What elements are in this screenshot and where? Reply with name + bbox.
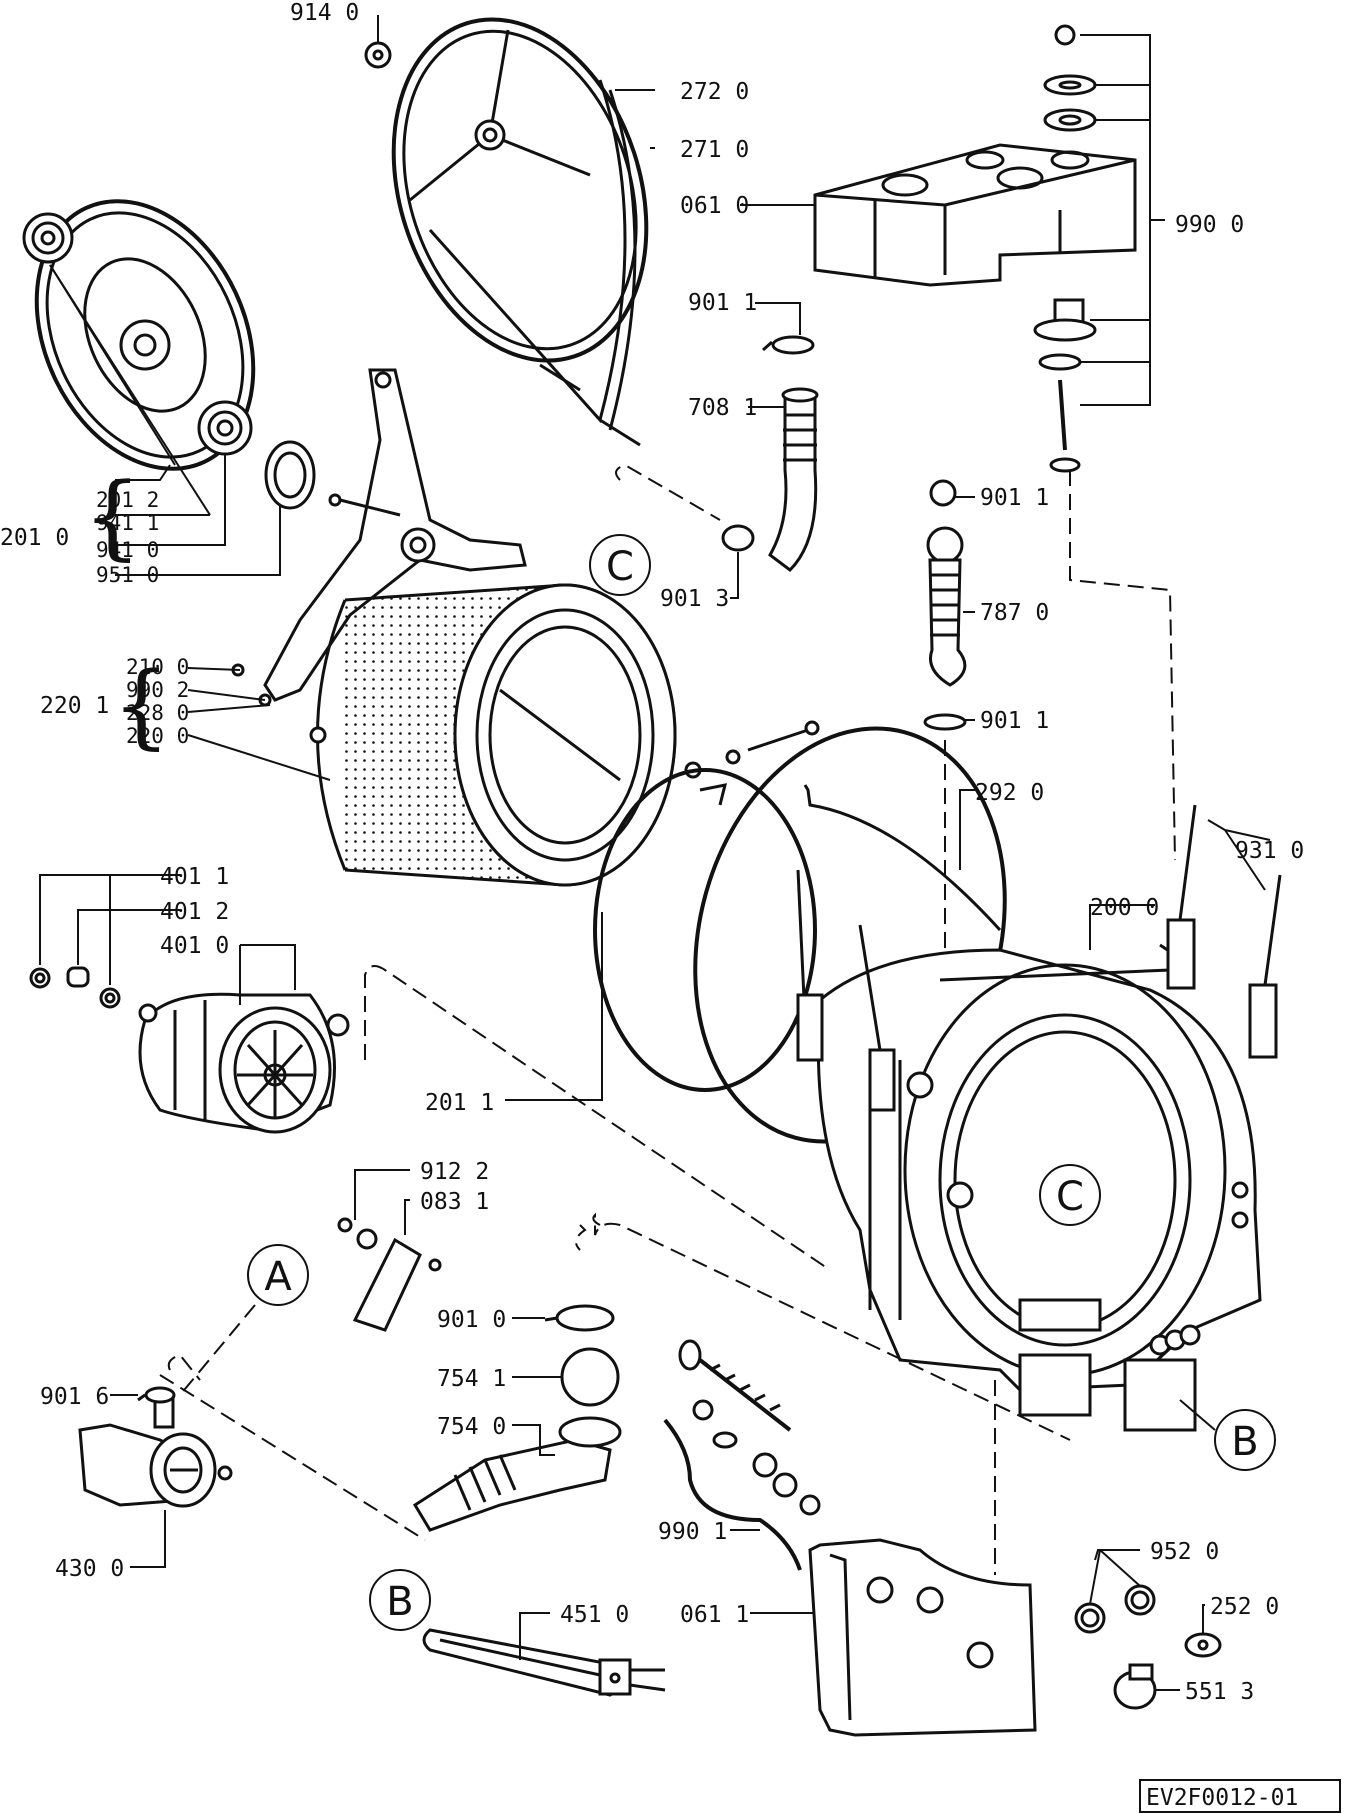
washing-drum xyxy=(316,583,677,887)
motor-401 xyxy=(138,992,350,1134)
seals-952-icon xyxy=(1074,1584,1156,1634)
clamp-901-0-icon xyxy=(544,1304,615,1332)
air-trap-787 xyxy=(923,479,967,731)
drum-pulley xyxy=(391,17,649,363)
label-941-1: 941 1 xyxy=(96,511,159,535)
label-201-0: 201 0 xyxy=(0,525,69,551)
bearing-941-0-icon xyxy=(197,400,253,456)
drain-hose-754-0 xyxy=(412,1416,622,1532)
counterweight-fixings xyxy=(1033,24,1097,473)
tub-seal-201-1 xyxy=(593,768,817,1092)
counterweight-upper xyxy=(813,143,1137,287)
label-083-1: 083 1 xyxy=(420,1189,489,1215)
label-708-1: 708 1 xyxy=(688,395,757,421)
callout-c-upper-label: C xyxy=(606,544,634,590)
label-951-0: 951 0 xyxy=(96,563,159,587)
label-201-2: 201 2 xyxy=(96,488,159,512)
callout-b-tub-label: B xyxy=(1231,1419,1258,1465)
hose-708 xyxy=(768,387,819,572)
label-941-0: 941 0 xyxy=(96,538,159,562)
bracket-083-1 xyxy=(352,1237,442,1332)
tub-springs xyxy=(796,804,1282,1112)
label-220-1: 220 1 xyxy=(40,693,109,719)
label-901-1-upper: 901 1 xyxy=(688,290,757,316)
ball-754-1-icon xyxy=(560,1347,620,1407)
label-990-0: 990 0 xyxy=(1175,212,1244,238)
label-990-2: 990 2 xyxy=(126,678,189,702)
label-952-0: 952 0 xyxy=(1150,1539,1219,1565)
filter-551-icon xyxy=(1113,1663,1157,1710)
label-754-1: 754 1 xyxy=(437,1366,506,1392)
label-401-2: 401 2 xyxy=(160,899,229,925)
label-451-0: 451 0 xyxy=(560,1602,629,1628)
label-912-2: 912 2 xyxy=(420,1159,489,1185)
label-787-0: 787 0 xyxy=(980,600,1049,626)
gasket-252-icon xyxy=(1184,1632,1222,1658)
label-754-0: 754 0 xyxy=(437,1414,506,1440)
callout-b-heater-label: B xyxy=(386,1579,413,1625)
outer-tub-200 xyxy=(816,943,1262,1432)
callout-b-heater: B xyxy=(369,1569,431,1631)
screw-912-2-icon xyxy=(337,1217,378,1250)
callout-c-upper: C xyxy=(589,534,651,596)
callout-c-tub: C xyxy=(1039,1164,1101,1226)
seal-951-icon xyxy=(264,440,316,510)
label-901-1-lower: 901 1 xyxy=(980,708,1049,734)
clamp-901-6-icon xyxy=(137,1386,176,1404)
label-990-1: 990 1 xyxy=(658,1519,727,1545)
label-401-1: 401 1 xyxy=(160,864,229,890)
heater-451 xyxy=(422,1628,666,1697)
label-901-6: 901 6 xyxy=(40,1384,109,1410)
callout-a-pump: A xyxy=(247,1244,309,1306)
label-901-3: 901 3 xyxy=(660,586,729,612)
washer-914-icon xyxy=(364,41,392,69)
label-292-0: 292 0 xyxy=(975,780,1044,806)
label-220-0: 220 0 xyxy=(126,724,189,748)
label-401-0: 401 0 xyxy=(160,933,229,959)
clamp-901-1a-icon xyxy=(762,335,815,355)
bearing-941-1-icon xyxy=(22,212,74,264)
label-914-0: 914 0 xyxy=(290,0,359,26)
label-931-0: 931 0 xyxy=(1235,838,1304,864)
label-228-0: 228 0 xyxy=(126,701,189,725)
drive-belt xyxy=(428,79,641,447)
brace-220: { xyxy=(112,652,171,759)
label-061-1: 061 1 xyxy=(680,1602,749,1628)
brace-201: { xyxy=(83,463,142,570)
label-201-1: 201 1 xyxy=(425,1090,494,1116)
label-901-0: 901 0 xyxy=(437,1307,506,1333)
label-210-0: 210 0 xyxy=(126,655,189,679)
rear-tub-cover xyxy=(34,199,256,471)
label-551-3: 551 3 xyxy=(1185,1679,1254,1705)
doc-code-box: EV2F0012-01 xyxy=(1139,1779,1341,1813)
label-252-0: 252 0 xyxy=(1210,1594,1279,1620)
label-200-0: 200 0 xyxy=(1090,895,1159,921)
counterweight-lower xyxy=(808,1538,1037,1737)
screw-kit-990-1 xyxy=(663,1339,821,1571)
callout-b-tub: B xyxy=(1214,1409,1276,1471)
label-061-0: 061 0 xyxy=(680,193,749,219)
callout-a-pump-label: A xyxy=(264,1254,292,1300)
drain-pump-430 xyxy=(78,1393,233,1508)
doc-code: EV2F0012-01 xyxy=(1146,1785,1298,1811)
label-901-1-mid: 901 1 xyxy=(980,485,1049,511)
label-271-0: 271 0 xyxy=(680,137,749,163)
label-430-0: 430 0 xyxy=(55,1556,124,1582)
callout-c-tub-label: C xyxy=(1056,1174,1084,1220)
drum-spider xyxy=(263,368,527,702)
label-272-0: 272 0 xyxy=(680,79,749,105)
motor-washers xyxy=(29,966,121,1009)
clamp-901-3-icon xyxy=(721,524,755,552)
